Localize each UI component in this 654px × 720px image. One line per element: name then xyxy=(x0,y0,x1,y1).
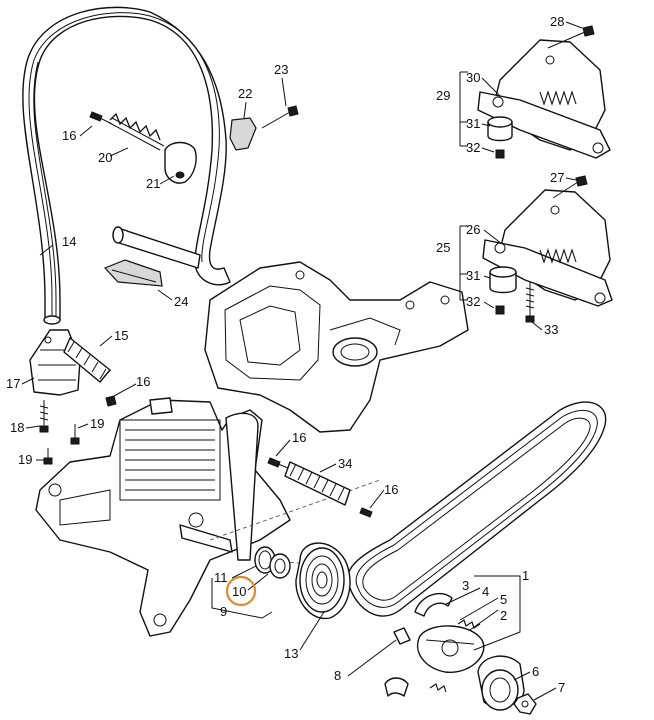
callout-24: 24 xyxy=(174,294,188,309)
screw-33 xyxy=(525,282,535,323)
grip-plate xyxy=(103,259,163,287)
callout-26: 26 xyxy=(466,222,480,237)
callout-31-lower: 31 xyxy=(466,268,480,283)
bracket-22 xyxy=(229,117,257,151)
screw-28 xyxy=(547,25,595,49)
callout-16-left: 16 xyxy=(136,374,150,389)
screw-18 xyxy=(39,400,49,433)
clutch-shoe-lower xyxy=(384,677,447,697)
screw-16-right xyxy=(359,507,373,518)
buffer-34 xyxy=(284,461,351,506)
callout-19-a: 19 xyxy=(90,416,104,431)
clutch-shoe-3 xyxy=(414,593,453,617)
annular-buffer xyxy=(164,141,197,184)
handle-grip xyxy=(112,226,201,269)
screw-32-lower xyxy=(495,305,505,315)
callout-1: 1 xyxy=(522,568,529,583)
callout-9: 9 xyxy=(220,604,227,619)
callout-30: 30 xyxy=(466,70,480,85)
callout-labels: 1 2 3 4 5 6 7 8 9 10 11 13 14 15 16 16 1… xyxy=(6,14,565,695)
callout-21: 21 xyxy=(146,176,160,191)
pulley-9 xyxy=(295,542,351,620)
screw-19-b xyxy=(43,448,53,465)
screw-16-mid xyxy=(267,457,289,469)
rubber-mount-lower xyxy=(489,266,517,294)
callout-2: 2 xyxy=(500,608,507,623)
callout-3: 3 xyxy=(462,578,469,593)
clutch-drum-6 xyxy=(477,655,525,711)
callout-6: 6 xyxy=(532,664,539,679)
callout-11: 11 xyxy=(214,570,228,585)
screw-27 xyxy=(552,175,588,199)
buffer-spring xyxy=(107,112,165,151)
screw-19-a xyxy=(70,424,80,445)
callout-19-b: 19 xyxy=(18,452,32,467)
callout-15: 15 xyxy=(114,328,128,343)
callout-8: 8 xyxy=(334,668,341,683)
screw-32-upper xyxy=(495,149,505,159)
callout-23: 23 xyxy=(274,62,288,77)
clutch-carrier-2 xyxy=(417,625,485,673)
callout-10: 10 xyxy=(232,584,246,599)
rubber-mount-upper xyxy=(487,116,513,142)
screw-16-top xyxy=(89,111,113,125)
callout-32-upper: 32 xyxy=(466,140,480,155)
callout-33: 33 xyxy=(544,322,558,337)
callout-28: 28 xyxy=(550,14,564,29)
callout-17: 17 xyxy=(6,376,20,391)
callout-16-right: 16 xyxy=(384,482,398,497)
sleeve-8 xyxy=(393,627,411,645)
screw-23 xyxy=(261,105,299,129)
bearing-10 xyxy=(269,553,291,579)
callout-14: 14 xyxy=(62,234,76,249)
alignment-line xyxy=(209,479,381,541)
callout-34: 34 xyxy=(338,456,352,471)
nut-7 xyxy=(513,693,537,715)
callout-20: 20 xyxy=(98,150,112,165)
callout-18: 18 xyxy=(10,420,24,435)
callout-16-top: 16 xyxy=(62,128,76,143)
buffer-15 xyxy=(63,337,111,383)
callout-5: 5 xyxy=(500,592,507,607)
callout-7: 7 xyxy=(558,680,565,695)
callout-16-mid: 16 xyxy=(292,430,306,445)
tensioner-bracket-lower xyxy=(482,189,613,307)
callout-27: 27 xyxy=(550,170,564,185)
tensioner-bracket-upper xyxy=(477,39,611,159)
callout-4: 4 xyxy=(482,584,489,599)
callout-22: 22 xyxy=(238,86,252,101)
callout-32-lower: 32 xyxy=(466,294,480,309)
handle-bar xyxy=(22,6,231,325)
highlight-ring xyxy=(225,575,257,607)
engine-assembly xyxy=(35,397,291,637)
alignment-line-2 xyxy=(254,559,331,566)
v-belt xyxy=(346,401,607,617)
leader-lines xyxy=(21,21,583,701)
callout-13: 13 xyxy=(284,646,298,661)
screw-16-left xyxy=(105,395,117,407)
callout-25: 25 xyxy=(436,240,450,255)
callout-29: 29 xyxy=(436,88,450,103)
callout-31-upper: 31 xyxy=(466,116,480,131)
crankcase xyxy=(204,261,469,433)
spring-4 xyxy=(457,619,481,629)
